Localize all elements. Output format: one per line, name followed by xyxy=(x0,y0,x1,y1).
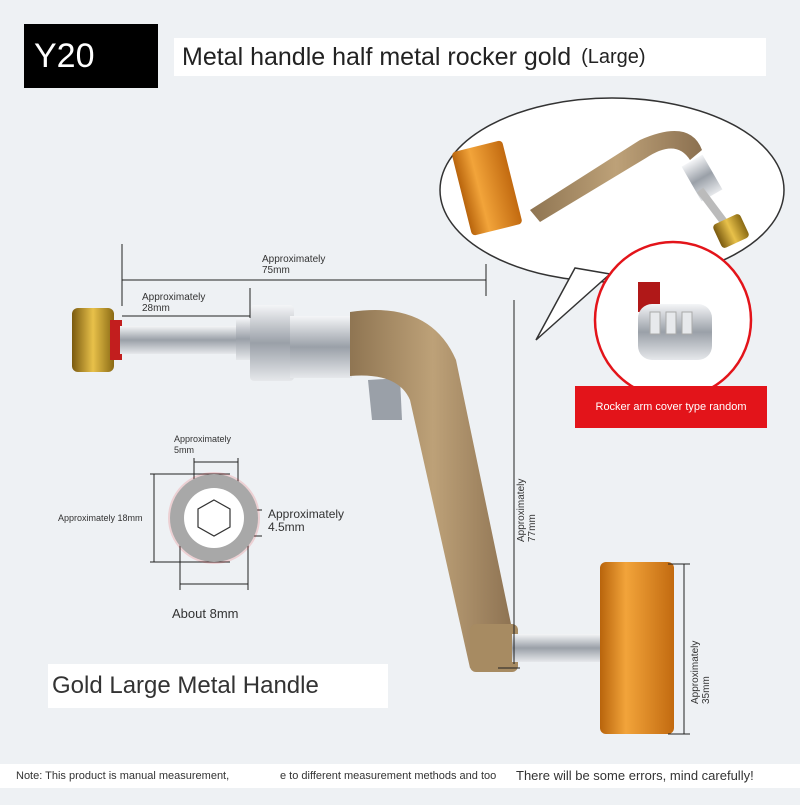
dim-77-label: Approximately 77mm xyxy=(516,478,538,542)
bubble-gold-cap-icon xyxy=(713,214,749,248)
orange-knob-icon xyxy=(600,562,674,734)
dim-75-label: Approximately 75mm xyxy=(262,254,326,276)
dim-8-label: About 8mm xyxy=(172,606,239,621)
main-handle xyxy=(72,305,674,734)
footer-note-c: There will be some errors, mind carefull… xyxy=(516,768,754,783)
dim-45-label: Approximately 4.5mm xyxy=(268,507,345,534)
dim-18-label: Approximately 18mm xyxy=(58,513,143,523)
hex-hole-icon xyxy=(197,499,231,537)
bubble-arm-icon xyxy=(530,131,702,222)
dim-28-label: Approximately 28mm xyxy=(142,292,206,314)
product-caption: Gold Large Metal Handle xyxy=(48,664,388,708)
callout-note: Rocker arm cover type random xyxy=(575,386,767,428)
model-tag: Y20 xyxy=(24,24,158,88)
chrome-sleeve-icon xyxy=(250,305,294,381)
hex-socket-diagram xyxy=(168,472,260,564)
dimension-lines xyxy=(121,244,690,735)
dim-5-label: Approximately 5mm xyxy=(174,434,232,455)
bubble-knob-icon xyxy=(452,140,522,236)
gold-arm-icon xyxy=(350,310,516,668)
footer-note-b: e to different measurement methods and t… xyxy=(280,770,497,782)
zoom-bubble xyxy=(439,97,785,341)
cap-detail-circle xyxy=(593,240,753,400)
footer-note: Note: This product is manual measurement… xyxy=(0,764,800,788)
footer-note-a: Note: This product is manual measurement… xyxy=(16,770,230,782)
gold-end-cap-icon xyxy=(72,308,114,372)
dim-35-label: Approximately 35mm xyxy=(690,640,712,704)
title-text: Metal handle half metal rocker gold xyxy=(182,42,572,71)
product-title: Metal handle half metal rocker gold (Lar… xyxy=(174,38,766,76)
title-size: (Large) xyxy=(581,45,646,68)
